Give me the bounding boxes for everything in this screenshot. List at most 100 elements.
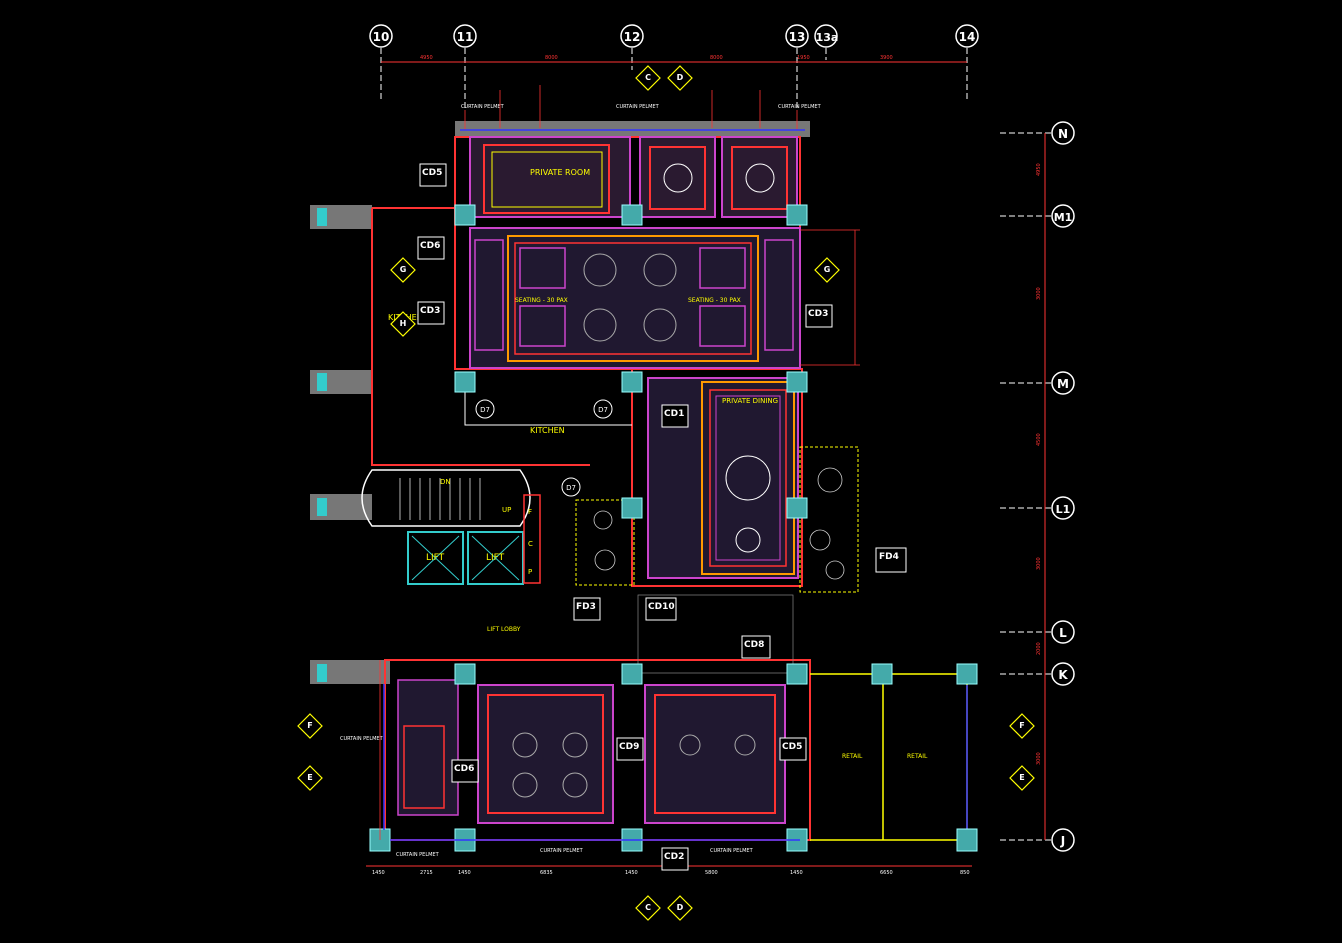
callout-cd2: CD2 bbox=[664, 852, 684, 862]
grid-bubbles-right bbox=[1051, 121, 1075, 852]
callout-cd6-top: CD6 bbox=[420, 241, 440, 251]
grid-label-M1: M1 bbox=[1054, 211, 1073, 224]
grid-bubble-L1 bbox=[1051, 496, 1075, 520]
room-label-private-dining: PRIVATE DINING bbox=[722, 397, 778, 405]
grid-bubble-13a bbox=[814, 24, 838, 48]
grid-label-13: 13 bbox=[789, 30, 806, 44]
svg-text:1450: 1450 bbox=[372, 870, 385, 876]
seating-label-right: SEATING - 30 PAX bbox=[688, 297, 741, 304]
svg-text:D7: D7 bbox=[480, 406, 490, 414]
grid-bubbles-top bbox=[369, 24, 979, 48]
svg-text:3000: 3000 bbox=[1036, 752, 1042, 765]
svg-text:850: 850 bbox=[960, 870, 970, 876]
grid-bubble-J bbox=[1051, 828, 1075, 852]
dim-top-4: 1950 bbox=[797, 55, 810, 61]
svg-text:C: C bbox=[645, 73, 651, 82]
svg-text:CURTAIN PELMET: CURTAIN PELMET bbox=[540, 848, 584, 854]
grid-label-J: J bbox=[1060, 834, 1065, 848]
room-label-kitchen: KITCHEN bbox=[530, 426, 565, 435]
svg-text:3000: 3000 bbox=[1036, 557, 1042, 570]
svg-text:G: G bbox=[824, 265, 831, 274]
stair-core: DN UP bbox=[361, 469, 531, 527]
svg-text:2715: 2715 bbox=[420, 870, 433, 876]
svg-text:D7: D7 bbox=[566, 484, 576, 492]
svg-text:5800: 5800 bbox=[705, 870, 718, 876]
grid-label-L1: L1 bbox=[1056, 503, 1071, 516]
dim-top-1: 4950 bbox=[420, 55, 433, 61]
svg-text:D7: D7 bbox=[598, 406, 608, 414]
dim-top-2: 8000 bbox=[545, 55, 558, 61]
grid-bubble-M1 bbox=[1051, 204, 1075, 228]
private-room-block: PRIVATE ROOM bbox=[469, 136, 798, 218]
structure-walls bbox=[310, 121, 810, 684]
svg-text:F: F bbox=[1019, 721, 1024, 730]
seating-label-left: SEATING - 30 PAX bbox=[515, 297, 568, 304]
grid-label-11: 11 bbox=[457, 30, 474, 44]
callout-cd5-bottom: CD5 bbox=[782, 742, 802, 752]
svg-text:C: C bbox=[645, 903, 651, 912]
callout-cd1: CD1 bbox=[664, 409, 684, 419]
grid-bubble-13 bbox=[785, 24, 809, 48]
svg-text:F: F bbox=[528, 508, 532, 516]
svg-text:CURTAIN PELMET: CURTAIN PELMET bbox=[461, 104, 505, 110]
grid-bubble-N bbox=[1051, 121, 1075, 145]
callout-cd9: CD9 bbox=[619, 742, 639, 752]
grid-bubble-K bbox=[1051, 662, 1075, 686]
main-dining-hall: SEATING - 30 PAX SEATING - 30 PAX bbox=[469, 227, 801, 369]
grid-bubble-10 bbox=[369, 24, 393, 48]
grid-label-K: K bbox=[1058, 668, 1068, 682]
svg-text:CURTAIN PELMET: CURTAIN PELMET bbox=[396, 852, 440, 858]
svg-text:3000: 3000 bbox=[1036, 287, 1042, 300]
curtain-pelmet-notes: CURTAIN PELMET CURTAIN PELMET CURTAIN PE… bbox=[340, 104, 822, 858]
svg-text:D: D bbox=[677, 903, 684, 912]
svg-text:CURTAIN PELMET: CURTAIN PELMET bbox=[616, 104, 660, 110]
svg-text:1450: 1450 bbox=[458, 870, 471, 876]
wall-ends bbox=[317, 208, 327, 682]
leader-lines bbox=[379, 85, 860, 840]
room-label-retail-b: RETAIL bbox=[907, 753, 928, 760]
svg-text:4950: 4950 bbox=[1036, 163, 1042, 176]
svg-text:CURTAIN PELMET: CURTAIN PELMET bbox=[710, 848, 754, 854]
grid-bubble-11 bbox=[453, 24, 477, 48]
callout-cd8: CD8 bbox=[744, 640, 764, 650]
svg-text:1450: 1450 bbox=[790, 870, 803, 876]
grid-label-L: L bbox=[1059, 626, 1067, 640]
svg-text:4500: 4500 bbox=[1036, 433, 1042, 446]
svg-text:E: E bbox=[1019, 773, 1024, 782]
grid-label-13a: 13a bbox=[816, 31, 839, 44]
grid-bubble-12 bbox=[620, 24, 644, 48]
stair-up-label: UP bbox=[502, 506, 511, 514]
svg-text:E: E bbox=[307, 773, 312, 782]
dim-top-3: 8000 bbox=[710, 55, 723, 61]
callout-cd6-bottom: CD6 bbox=[454, 764, 474, 774]
dims-right: 4950 3000 4500 3000 2000 3000 bbox=[1036, 163, 1042, 765]
grid-label-10: 10 bbox=[373, 30, 390, 44]
grid-lines-top bbox=[380, 48, 968, 110]
svg-text:P: P bbox=[528, 568, 532, 576]
svg-text:1450: 1450 bbox=[625, 870, 638, 876]
grid-label-14: 14 bbox=[959, 30, 976, 44]
room-label-retail-a: RETAIL bbox=[842, 753, 863, 760]
grid-bubble-L bbox=[1051, 620, 1075, 644]
callout-cd10: CD10 bbox=[648, 602, 675, 612]
door-tags: D7 D7 D7 bbox=[475, 399, 613, 497]
curtain-tracks bbox=[383, 129, 805, 841]
callout-cd3-right: CD3 bbox=[808, 309, 828, 319]
lift-label-b: LIFT bbox=[486, 553, 505, 563]
svg-text:D: D bbox=[677, 73, 684, 82]
stair-dn-label: DN bbox=[440, 478, 451, 486]
room-label-private-room: PRIVATE ROOM bbox=[530, 168, 590, 177]
grid-label-12: 12 bbox=[624, 30, 641, 44]
dim-top-5: 3900 bbox=[880, 55, 893, 61]
lift-core: LIFT LIFT F C P bbox=[407, 494, 541, 585]
svg-text:CURTAIN PELMET: CURTAIN PELMET bbox=[340, 736, 384, 742]
grid-label-M: M bbox=[1057, 377, 1069, 391]
lift-label-a: LIFT bbox=[426, 553, 445, 563]
svg-text:G: G bbox=[400, 265, 407, 274]
callout-cd3-left: CD3 bbox=[420, 306, 440, 316]
grid-label-N: N bbox=[1058, 127, 1068, 141]
svg-text:C: C bbox=[528, 540, 533, 548]
planters bbox=[575, 446, 859, 593]
